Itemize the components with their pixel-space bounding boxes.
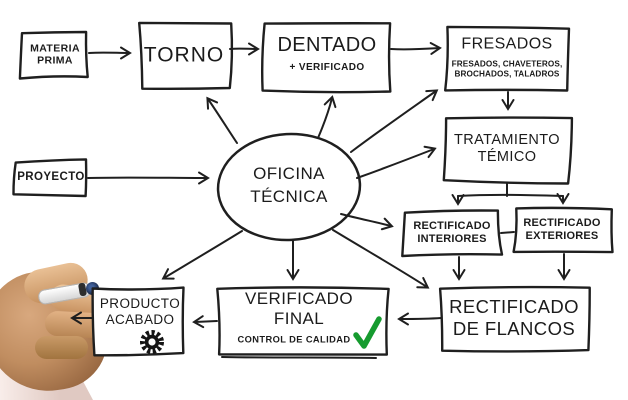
rectificado-interiores-label: RECTIFICADO INTERIORES bbox=[413, 220, 491, 245]
node-tratamiento-termico bbox=[442, 116, 574, 185]
oficina-tecnica-label: OFICINA TÉCNICA bbox=[250, 164, 328, 206]
dentado-label: DENTADO bbox=[277, 34, 377, 57]
gear-icon bbox=[140, 330, 164, 354]
arrow-verificado-to-producto bbox=[192, 315, 218, 329]
arrow-oficina-to-tratamiento bbox=[356, 145, 437, 179]
node-rectificado-interiores bbox=[401, 209, 504, 258]
producto-acabado-label: PRODUCTO ACABADO bbox=[99, 296, 181, 327]
arrow-oficina-to-interiores bbox=[340, 213, 394, 231]
dentado-sublabel: + VERIFICADO bbox=[289, 62, 365, 74]
verificado-final-sublabel: CONTROL DE CALIDAD bbox=[237, 334, 351, 345]
node-proyecto bbox=[12, 158, 88, 198]
ring-finger bbox=[35, 336, 88, 359]
arrow-oficina-to-dentado bbox=[317, 95, 337, 139]
link-interiores-exteriores bbox=[500, 231, 515, 234]
node-verificado-final bbox=[216, 286, 390, 356]
verificado-final-label: VERIFICADO FINAL bbox=[245, 288, 353, 328]
arrow-oficina-to-flancos bbox=[332, 229, 430, 289]
arrow-flancos-to-verificado bbox=[397, 312, 442, 326]
node-rectificado-exteriores bbox=[512, 206, 614, 254]
proyecto-label: PROYECTO bbox=[17, 171, 85, 184]
check-icon bbox=[353, 316, 382, 349]
node-fresados bbox=[444, 25, 571, 92]
split-bar bbox=[457, 193, 564, 197]
node-dentado bbox=[261, 22, 392, 94]
tratamiento-termico-label: TRATAMIENTO TÉMICO bbox=[454, 131, 560, 165]
arrow-oficina-to-producto bbox=[161, 230, 243, 280]
materia-prima-label: MATERIA PRIMA bbox=[30, 42, 80, 67]
arrow-dentado-to-fresados bbox=[390, 42, 442, 55]
node-rectificado-flancos bbox=[438, 285, 591, 353]
node-torno bbox=[138, 21, 234, 91]
torno-label: TORNO bbox=[143, 43, 225, 67]
arrow-oficina-to-torno bbox=[206, 96, 238, 144]
fresados-sublabel: FRESADOS, CHAVETEROS, BROCHADOS, TALADRO… bbox=[451, 59, 563, 78]
verificado-final-underline bbox=[221, 356, 377, 359]
rectificado-flancos-label: RECTIFICADO DE FLANCOS bbox=[449, 296, 579, 339]
fresados-label: FRESADOS bbox=[461, 35, 553, 53]
rectificado-exteriores-label: RECTIFICADO EXTERIORES bbox=[523, 217, 601, 242]
arrow-oficina-to-fresados bbox=[350, 89, 439, 153]
node-materia-prima bbox=[18, 30, 89, 80]
node-oficina-tecnica bbox=[216, 132, 362, 242]
